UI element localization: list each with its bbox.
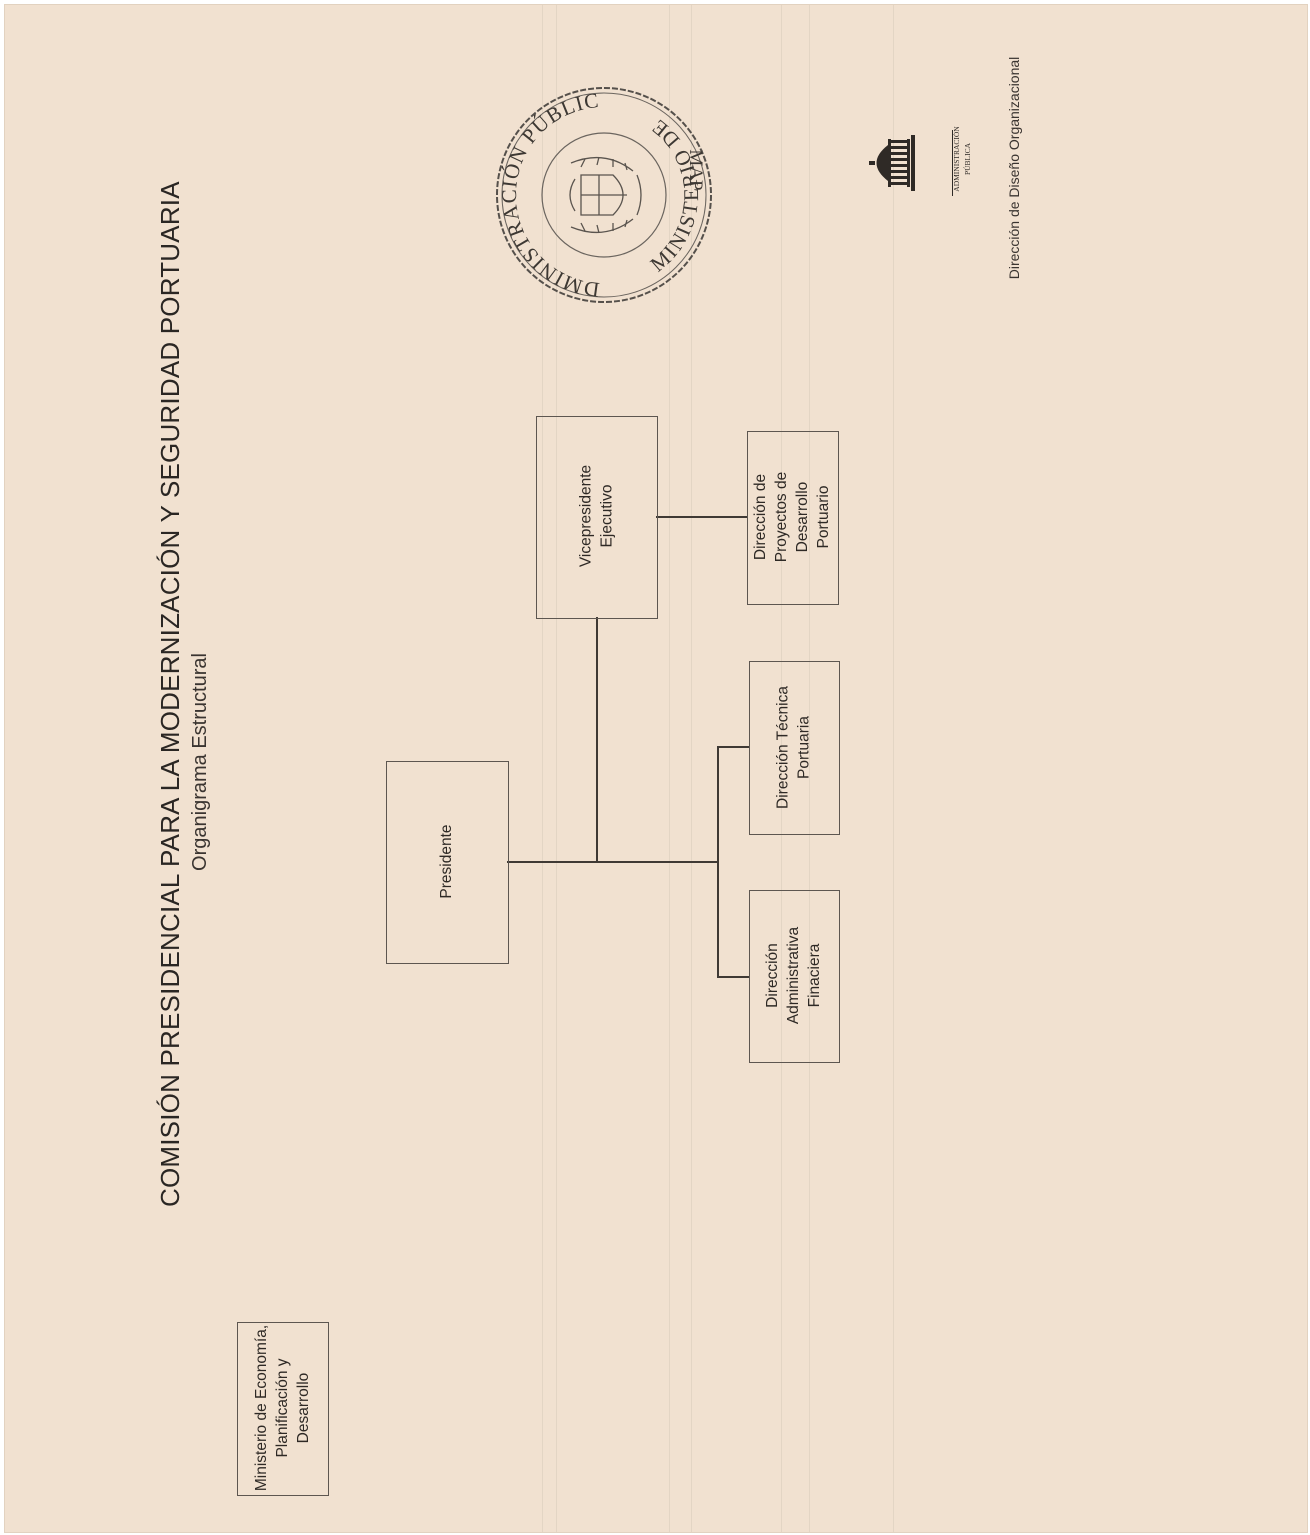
- ministerio-seal-stamp: ADMINISTRACIÓN PÚBLICA MINISTERIO DE: [488, 87, 712, 304]
- org-box-dir-tecnica: [749, 661, 840, 835]
- logo-divider: [952, 130, 954, 196]
- org-label-dir-tecnica: Dirección Técnica Portuaria: [774, 686, 812, 809]
- org-label-dir-admin: Dirección Administrativa Finaciera: [764, 926, 823, 1025]
- scan-line: [691, 5, 692, 1532]
- scan-line: [809, 5, 810, 1532]
- org-label-presidente: Presidente: [438, 824, 455, 899]
- org-box-dir-admin: [749, 890, 840, 1063]
- page-title: COMISIÓN PRESIDENCIAL PARA LA MODERNIZAC…: [155, 181, 185, 1207]
- connector-dir-proyectos: [656, 516, 747, 518]
- org-label-dir-proyectos: Dirección de Proyectos de Desarrollo Por…: [752, 471, 832, 563]
- page-subtitle: Organigrama Estructural: [189, 653, 211, 871]
- logo-text-line-1: ADMINISTRACIÓN: [952, 126, 961, 192]
- seal-top-text: ADMINISTRACIÓN PÚBLICA: [488, 88, 601, 304]
- connector-direcciones-bus: [717, 746, 719, 977]
- org-box-ministerio: [237, 1322, 329, 1496]
- connector-presidente: [507, 861, 719, 863]
- scan-line: [556, 5, 557, 1532]
- scan-line: [781, 5, 782, 1532]
- connector-vicepresidente-stem: [596, 617, 598, 862]
- footer-department: Dirección de Diseño Organizacional: [1006, 56, 1022, 280]
- document-page: [4, 4, 1308, 1533]
- org-box-presidente: [386, 761, 509, 964]
- logo-text-line-2: PÚBLICA: [963, 142, 972, 176]
- org-box-vicepresidente: [536, 416, 658, 619]
- svg-text:ADMINISTRACIÓN PÚBLICA: ADMINISTRACIÓN PÚBLICA: [488, 88, 601, 304]
- scan-line: [669, 5, 670, 1532]
- org-label-vicepresidente: Vicepresidente Ejecutivo: [577, 464, 616, 568]
- org-label-ministerio: Ministerio de Economía, Planificación y …: [252, 1324, 312, 1492]
- capitol-building-logo: [869, 135, 915, 191]
- scan-line: [893, 5, 894, 1532]
- scan-line: [542, 5, 543, 1532]
- seal-side-text: MAP: [685, 149, 706, 191]
- org-box-dir-proyectos: [747, 431, 839, 605]
- connector-dir-admin: [717, 976, 749, 978]
- connector-dir-tecnica: [717, 746, 749, 748]
